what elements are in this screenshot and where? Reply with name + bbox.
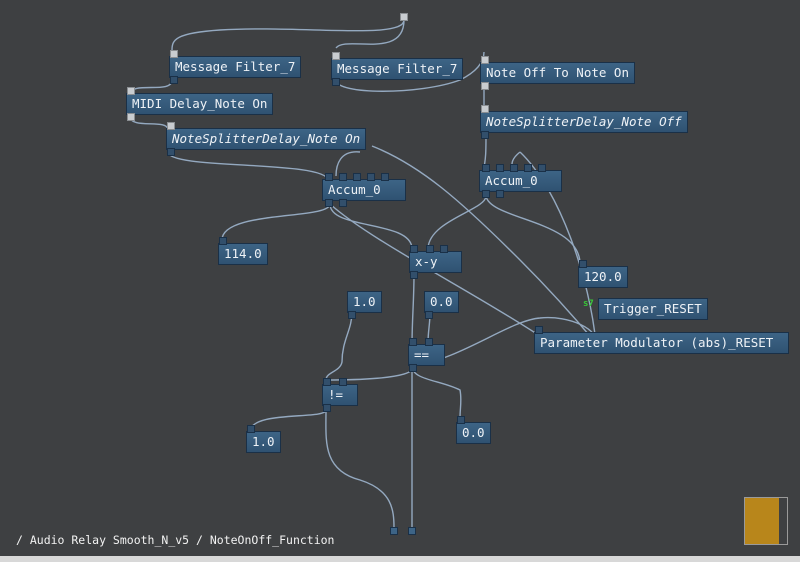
inlet-port[interactable] [167,122,175,130]
note-off-to-note-on-node[interactable]: Note Off To Note On [480,56,635,90]
trigger-reset-node[interactable]: Trigger_RESET [598,298,708,320]
message-filter-left-node[interactable]: Message Filter_7 [169,50,302,84]
value-120-node[interactable]: 120.0 [578,260,628,288]
trigger-index-badge: s7 [583,299,594,309]
inlet-port[interactable] [524,164,532,172]
value-120-label: 120.0 [584,269,622,284]
accum-left-node[interactable]: Accum_0 [322,173,406,207]
outlet-port[interactable] [348,311,356,319]
subtract-label: x-y [415,254,438,269]
value-114-label: 114.0 [224,246,262,261]
inlet-port[interactable] [367,173,375,181]
wire-endpoint[interactable] [390,527,398,535]
message-filter-right-label: Message Filter_7 [337,61,458,76]
outlet-port[interactable] [482,190,490,198]
value-0-bottom-label: 0.0 [462,425,485,440]
outlet-port[interactable] [323,404,331,412]
equals-label: == [414,347,430,362]
not-equals-label: != [328,387,344,402]
accum-left-label: Accum_0 [328,182,381,197]
inlet-port[interactable] [219,237,227,245]
breadcrumb: / Audio Relay Smooth_N_v5 / NoteOnOff_Fu… [16,533,335,547]
inlet-port[interactable] [339,173,347,181]
inlet-port[interactable] [457,416,465,424]
inlet-port[interactable] [410,245,418,253]
accum-right-node[interactable]: Accum_0 [479,164,562,198]
inlet-port[interactable] [481,105,489,113]
inlet-port[interactable] [381,173,389,181]
inlet-port[interactable] [496,164,504,172]
outlet-port[interactable] [496,190,504,198]
outlet-port[interactable] [481,82,489,90]
outlet-port[interactable] [339,199,347,207]
value-0-bottom-node[interactable]: 0.0 [456,416,491,444]
mini-map[interactable] [744,497,788,545]
inlet-port[interactable] [409,338,417,346]
parameter-modulator-node[interactable]: Parameter Modulator (abs)_RESET [534,326,789,354]
message-filter-left-label: Message Filter_7 [175,59,296,74]
value-1-top-node[interactable]: 1.0 [347,291,382,319]
notesplitter-note-on-node[interactable]: NoteSplitterDelay_Note On [166,122,367,156]
wire-endpoint[interactable] [408,527,416,535]
midi-delay-note-on-label: MIDI Delay_Note On [132,96,268,111]
outlet-port[interactable] [409,364,417,372]
inlet-port[interactable] [440,245,448,253]
inlet-port[interactable] [323,378,331,386]
value-1-top-label: 1.0 [353,294,376,309]
trigger-reset-label: Trigger_RESET [604,301,702,316]
value-0-top-node[interactable]: 0.0 [424,291,459,319]
outlet-port[interactable] [170,76,178,84]
outlet-port[interactable] [410,271,418,279]
inlet-port[interactable] [535,326,543,334]
notesplitter-note-off-label: NoteSplitterDelay_Note Off [486,114,682,129]
inlet-port[interactable] [426,245,434,253]
inlet-port[interactable] [170,50,178,58]
inlet-port[interactable] [127,87,135,95]
equals-node[interactable]: == [408,338,445,372]
outlet-port[interactable] [481,131,489,139]
inlet-port[interactable] [538,164,546,172]
parameter-modulator-label: Parameter Modulator (abs)_RESET [540,335,774,350]
outlet-port[interactable] [127,113,135,121]
value-1-bottom-node[interactable]: 1.0 [246,425,281,453]
outlet-port[interactable] [167,148,175,156]
value-114-node[interactable]: 114.0 [218,237,268,265]
outlet-port[interactable] [325,199,333,207]
bottom-scrollbar[interactable] [0,556,800,562]
not-equals-node[interactable]: != [322,378,358,412]
notesplitter-note-on-label: NoteSplitterDelay_Note On [172,131,361,146]
inlet-port[interactable] [325,173,333,181]
notesplitter-note-off-node[interactable]: NoteSplitterDelay_Note Off [480,105,688,139]
message-filter-right-node[interactable]: Message Filter_7 [331,52,464,86]
inlet-port[interactable] [579,260,587,268]
inlet-port[interactable] [425,338,433,346]
inlet-port[interactable] [482,164,490,172]
note-off-to-note-on-label: Note Off To Note On [486,65,629,80]
inlet-port[interactable] [510,164,518,172]
outlet-port[interactable] [332,78,340,86]
subtract-node[interactable]: x-y [409,245,462,279]
midi-delay-note-on-node[interactable]: MIDI Delay_Note On [126,87,274,121]
mini-map-viewport[interactable] [745,498,779,544]
accum-right-label: Accum_0 [485,173,538,188]
inlet-port[interactable] [339,378,347,386]
inlet-port[interactable] [353,173,361,181]
wire-source-port[interactable] [400,13,408,21]
outlet-port[interactable] [425,311,433,319]
inlet-port[interactable] [481,56,489,64]
inlet-port[interactable] [332,52,340,60]
inlet-port[interactable] [247,425,255,433]
value-1-bottom-label: 1.0 [252,434,275,449]
value-0-top-label: 0.0 [430,294,453,309]
